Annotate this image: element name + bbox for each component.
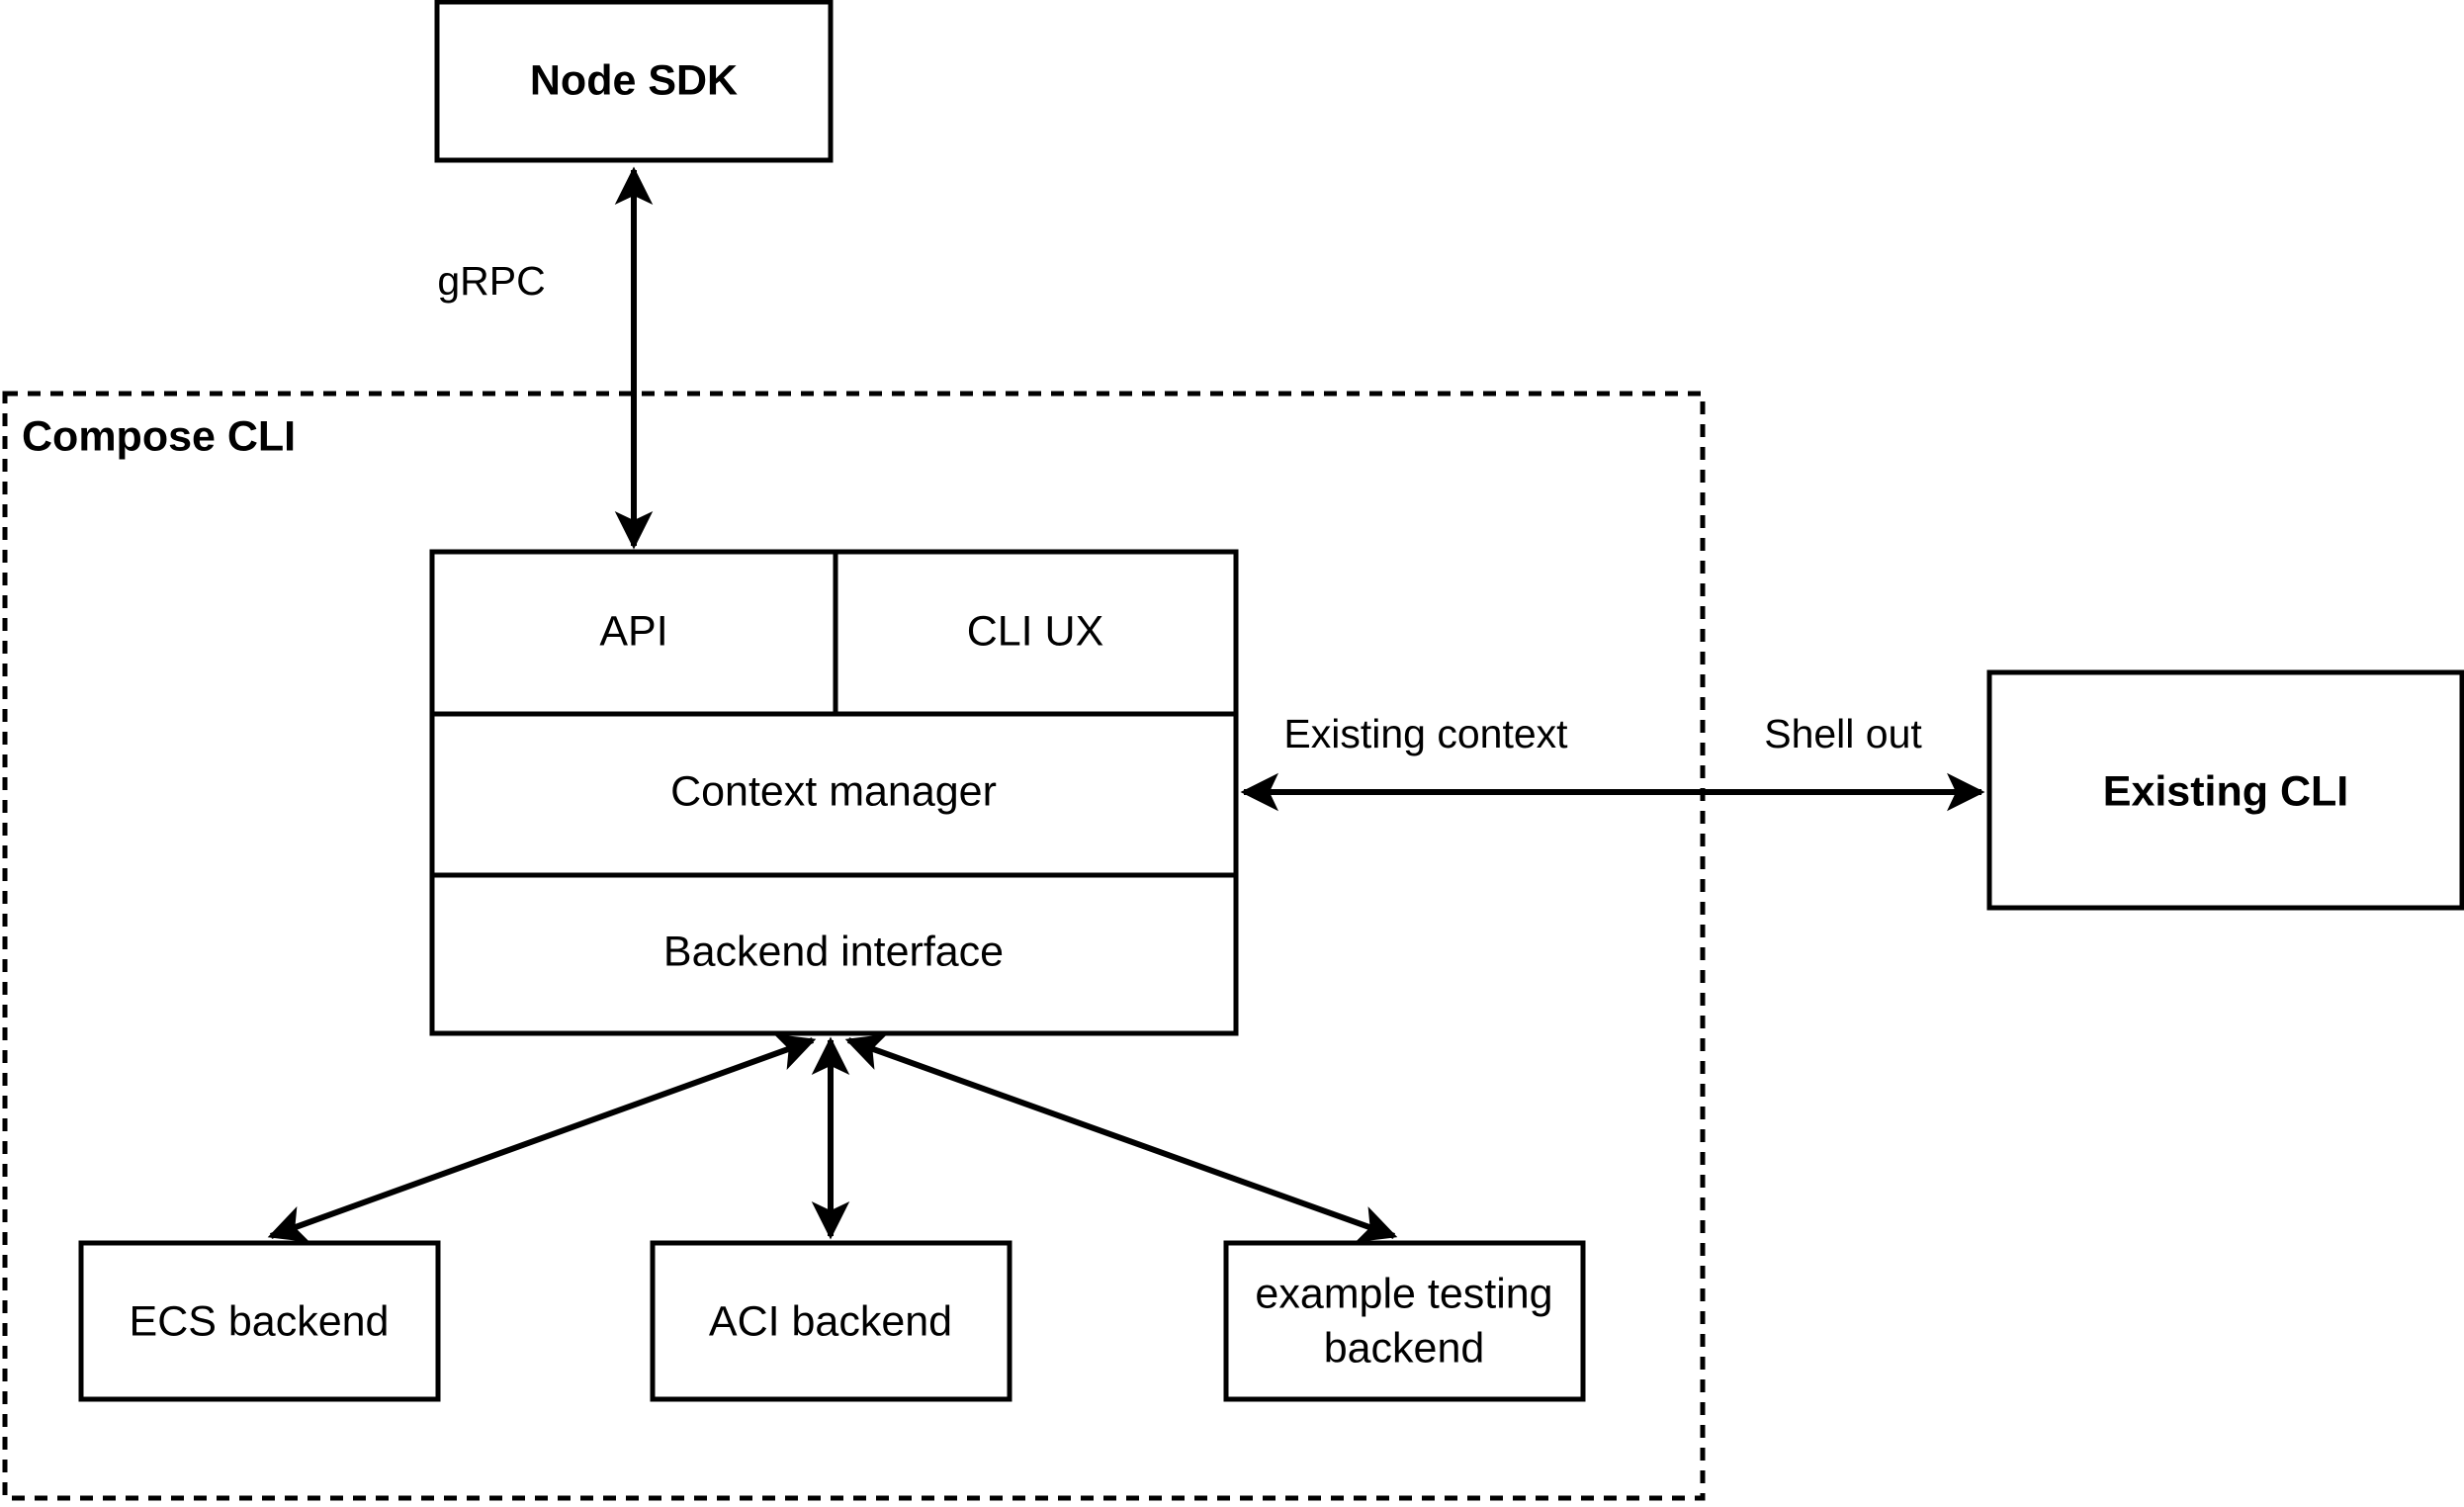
compose-cli-group-border — [2, 391, 1706, 1501]
edge-label-existing-context: Existing context — [1283, 711, 1568, 756]
ecs-backend-box — [78, 1240, 441, 1402]
backend-interface-label: Backend interface — [663, 928, 1004, 975]
example-testing-backend-box — [1223, 1240, 1586, 1402]
example-testing-backend-label-line1: example testing — [1255, 1270, 1552, 1317]
edge-label-shell-out: Shell out — [1764, 711, 1922, 756]
aci-backend-box — [650, 1240, 1012, 1402]
existing-cli-label: Existing CLI — [2103, 767, 2348, 815]
ecs-backend-label: ECS backend — [130, 1297, 390, 1345]
cli-ux-label: CLI UX — [967, 607, 1104, 655]
edge-backend-interface-ecs — [267, 1033, 817, 1243]
edge-backend-interface-example-testing — [844, 1033, 1398, 1243]
node-sdk-label: Node SDK — [530, 56, 738, 104]
node-sdk-box — [434, 0, 834, 163]
example-testing-backend-label-line2: backend — [1324, 1324, 1485, 1372]
aci-backend-label: ACI backend — [709, 1297, 952, 1345]
compose-cli-group-label: Compose CLI — [22, 412, 296, 460]
edge-label-grpc: gRPC — [437, 258, 545, 304]
existing-cli-box — [1986, 669, 2464, 911]
api-label: API — [599, 607, 667, 655]
context-manager-label: Context manager — [670, 767, 997, 815]
